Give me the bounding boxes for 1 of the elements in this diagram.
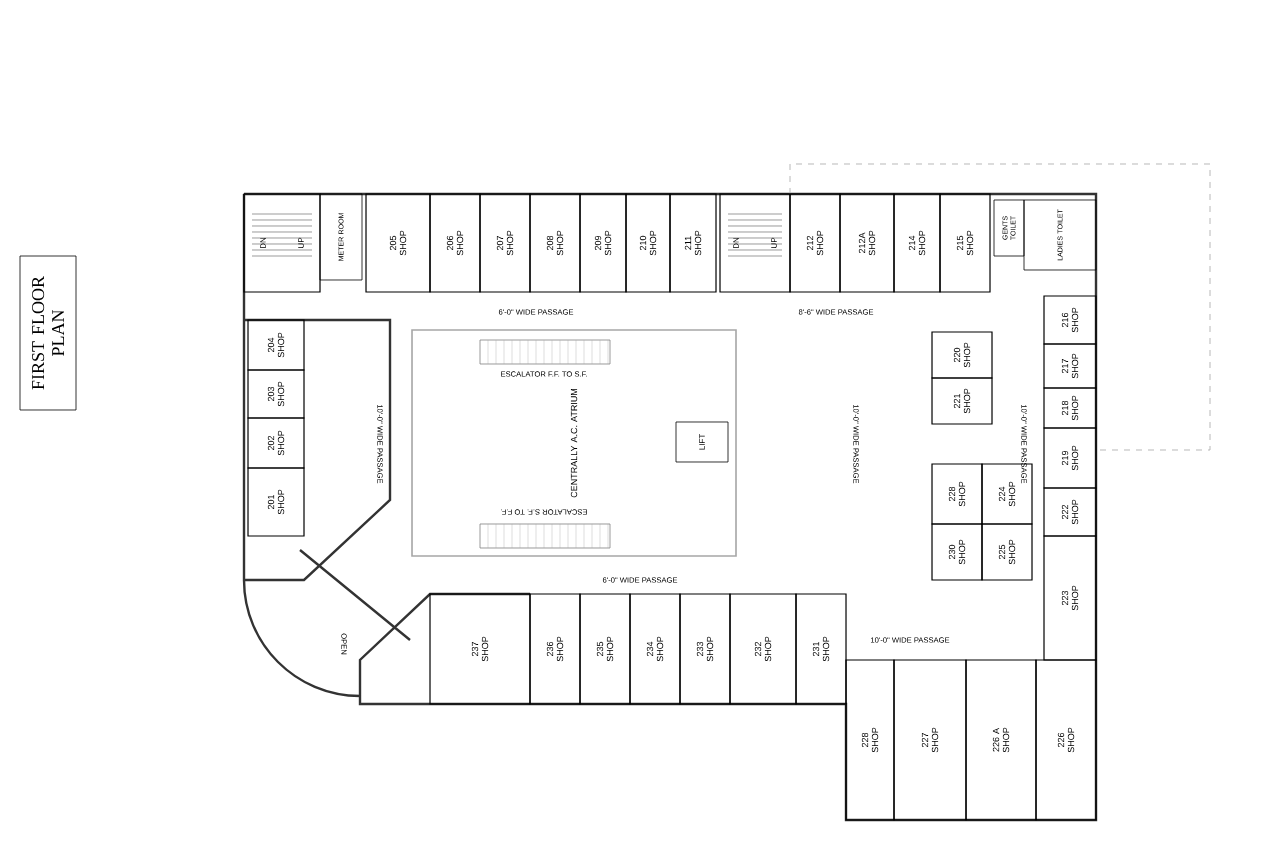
title-box: FIRST FLOOR PLAN <box>19 255 77 411</box>
